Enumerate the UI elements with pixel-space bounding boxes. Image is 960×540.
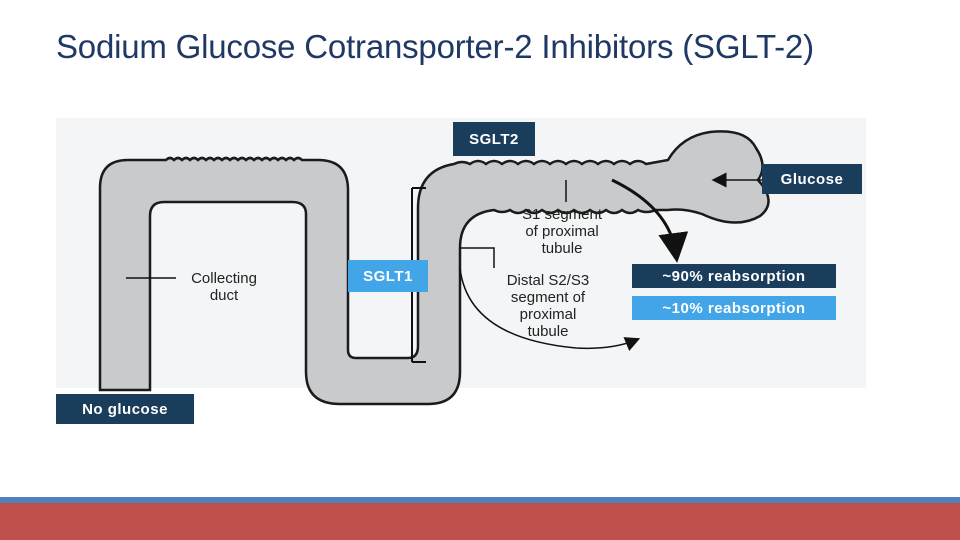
slide-title: Sodium Glucose Cotransporter-2 Inhibitor… xyxy=(56,28,814,65)
s1-segment-label: S1 segment of proximal tubule xyxy=(521,206,603,257)
reabsorption-90-box: ~90% reabsorption xyxy=(632,264,836,288)
no-glucose-label-box: No glucose xyxy=(56,394,194,424)
sglt2-label-box: SGLT2 xyxy=(453,122,535,156)
sglt1-label-box: SGLT1 xyxy=(348,260,428,292)
tubule-shape xyxy=(98,130,770,406)
footer-blue-stripe xyxy=(0,497,960,503)
collecting-duct-label: Collecting duct xyxy=(191,270,257,304)
ten-percent-arrow xyxy=(459,267,641,351)
s2s3-segment-label: Distal S2/S3 segment of proximal tubule xyxy=(506,272,590,340)
ninety-percent-arrow xyxy=(611,178,689,263)
tubule-drawing xyxy=(56,118,866,406)
nephron-diagram: SGLT2 SGLT1 Glucose No glucose ~90% reab… xyxy=(56,118,866,426)
reabsorption-10-box: ~10% reabsorption xyxy=(632,296,836,320)
footer-red-band xyxy=(0,503,960,540)
s2s3-pointer xyxy=(460,247,495,268)
glucose-label-box: Glucose xyxy=(762,164,862,194)
